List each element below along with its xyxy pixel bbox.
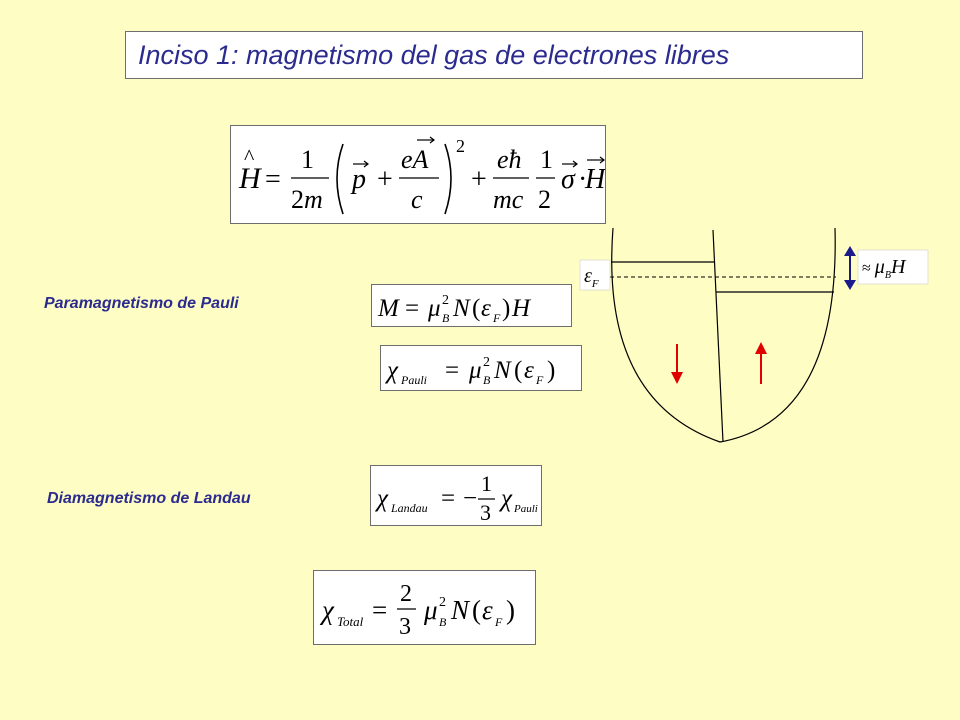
svg-text:2: 2 — [400, 581, 412, 607]
svg-text:): ) — [502, 295, 510, 322]
svg-text:B: B — [439, 615, 447, 629]
spin-up-arrow — [755, 342, 767, 384]
svg-text:+: + — [377, 164, 393, 195]
svg-text:2: 2 — [439, 595, 446, 610]
svg-text:N: N — [493, 357, 512, 384]
svg-text:χ: χ — [319, 595, 335, 625]
svg-text:=: = — [265, 164, 281, 195]
band-divider — [712, 229, 724, 443]
svg-text:χ: χ — [375, 485, 389, 512]
svg-text:2: 2 — [442, 293, 449, 308]
svg-text:B: B — [483, 373, 491, 387]
svg-text:eħ: eħ — [497, 145, 522, 174]
svg-text:Total: Total — [337, 614, 364, 629]
band-parabola — [611, 227, 836, 443]
svg-text:2: 2 — [456, 136, 465, 156]
svg-text:F: F — [494, 615, 503, 629]
svg-text:B: B — [442, 311, 450, 325]
svg-text:ε: ε — [481, 295, 491, 322]
svg-text:Landau: Landau — [390, 501, 428, 515]
svg-text:): ) — [547, 357, 555, 384]
chi-total-equation: χ Total = 2 3 μ 2 B N ( ε F ) — [313, 570, 536, 645]
splitting-label: ≈ μBH — [862, 256, 907, 281]
svg-text:−: − — [463, 485, 477, 512]
svg-text:H: H — [511, 295, 532, 322]
svg-text:Pauli: Pauli — [400, 373, 427, 387]
svg-text:=: = — [445, 357, 459, 384]
svg-text:σ: σ — [561, 164, 576, 195]
spin-down-arrow — [671, 344, 683, 384]
svg-text:μ: μ — [468, 357, 482, 384]
svg-text:2m: 2m — [291, 185, 323, 214]
svg-text:(: ( — [472, 295, 480, 322]
slide-title: Inciso 1: magnetismo del gas de electron… — [138, 40, 730, 70]
svg-text:(: ( — [472, 595, 481, 625]
svg-text:=: = — [441, 485, 455, 512]
svg-text:2: 2 — [538, 185, 551, 214]
svg-text:N: N — [450, 595, 471, 625]
svg-text:): ) — [506, 595, 515, 625]
title-box: Inciso 1: magnetismo del gas de electron… — [125, 31, 863, 79]
svg-text:=: = — [372, 595, 387, 625]
svg-text:H: H — [238, 162, 263, 195]
svg-text:χ: χ — [385, 357, 399, 384]
chi-pauli-equation: χ Pauli = μ 2 B N ( ε F ) — [380, 345, 582, 391]
svg-text:3: 3 — [480, 500, 491, 525]
svg-text:1: 1 — [540, 145, 553, 174]
svg-text:ε: ε — [482, 595, 493, 625]
hamiltonian-equation: H ^ = 1 2m p + eA c 2 + eħ mc 1 2 σ — [230, 125, 606, 224]
svg-text:^: ^ — [244, 144, 255, 169]
svg-text:+: + — [471, 164, 487, 195]
magnetization-equation: M = μ 2 B N ( ε F ) H — [371, 284, 572, 327]
svg-text:mc: mc — [493, 185, 524, 214]
svg-text:M: M — [377, 295, 400, 322]
spin-band-diagram: εF ≈ μBH — [560, 220, 940, 465]
svg-text:μ: μ — [427, 295, 441, 322]
svg-text:1: 1 — [481, 471, 492, 496]
pauli-label: Paramagnetismo de Pauli — [44, 295, 239, 312]
landau-label: Diamagnetismo de Landau — [47, 490, 251, 507]
svg-text:·: · — [578, 164, 587, 195]
svg-text:H: H — [584, 164, 606, 195]
svg-text:ε: ε — [524, 357, 534, 384]
svg-text:=: = — [405, 295, 419, 322]
splitting-double-arrow — [844, 246, 856, 290]
svg-text:χ: χ — [499, 485, 513, 512]
svg-text:(: ( — [514, 357, 522, 384]
svg-text:c: c — [411, 185, 423, 214]
svg-text:F: F — [535, 373, 544, 387]
svg-text:Pauli: Pauli — [513, 503, 538, 515]
svg-text:3: 3 — [399, 614, 411, 640]
svg-text:2: 2 — [483, 355, 490, 370]
svg-text:eA: eA — [401, 145, 429, 174]
svg-text:1: 1 — [301, 145, 314, 174]
svg-text:p: p — [350, 164, 366, 195]
svg-text:F: F — [492, 311, 501, 325]
svg-text:N: N — [452, 295, 471, 322]
svg-text:μ: μ — [423, 595, 438, 625]
chi-landau-equation: χ Landau = − 1 3 χ Pauli — [370, 465, 542, 526]
